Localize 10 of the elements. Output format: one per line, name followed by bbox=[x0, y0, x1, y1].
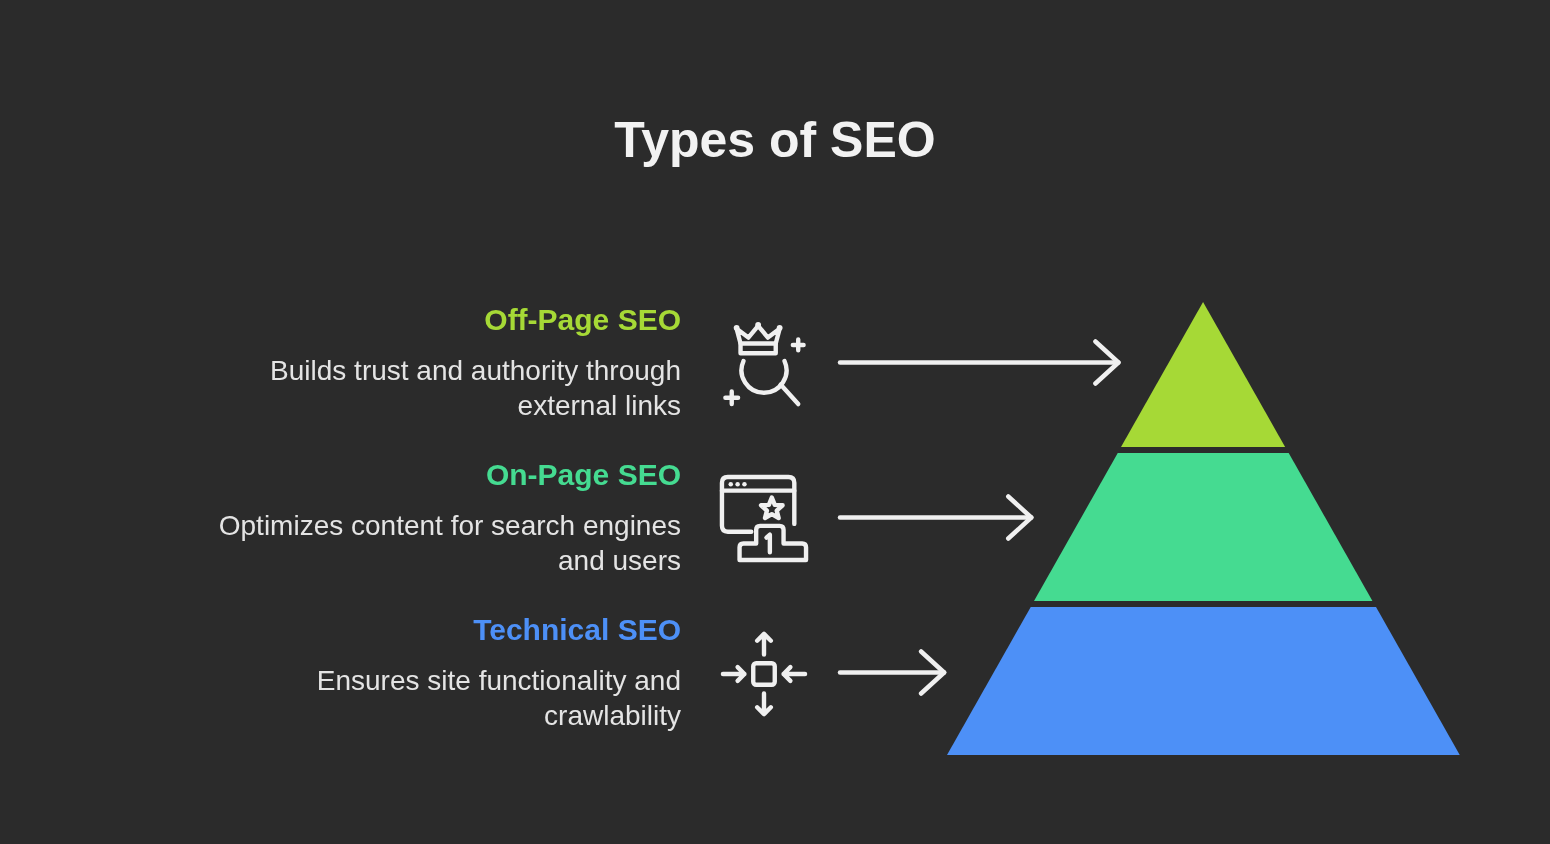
heading: Off-Page SEO bbox=[484, 302, 681, 338]
arrow bbox=[837, 494, 1034, 541]
description: Optimizes content for search engines and users bbox=[217, 509, 681, 578]
heading: On-Page SEO bbox=[485, 457, 681, 493]
title: Types of SEO bbox=[614, 111, 936, 170]
description: Ensures site functionality and crawlability bbox=[315, 664, 681, 733]
arrow bbox=[837, 649, 947, 696]
heading: Technical SEO bbox=[473, 612, 681, 648]
arrow bbox=[837, 339, 1121, 386]
description: Builds trust and authority through external links bbox=[269, 354, 681, 423]
